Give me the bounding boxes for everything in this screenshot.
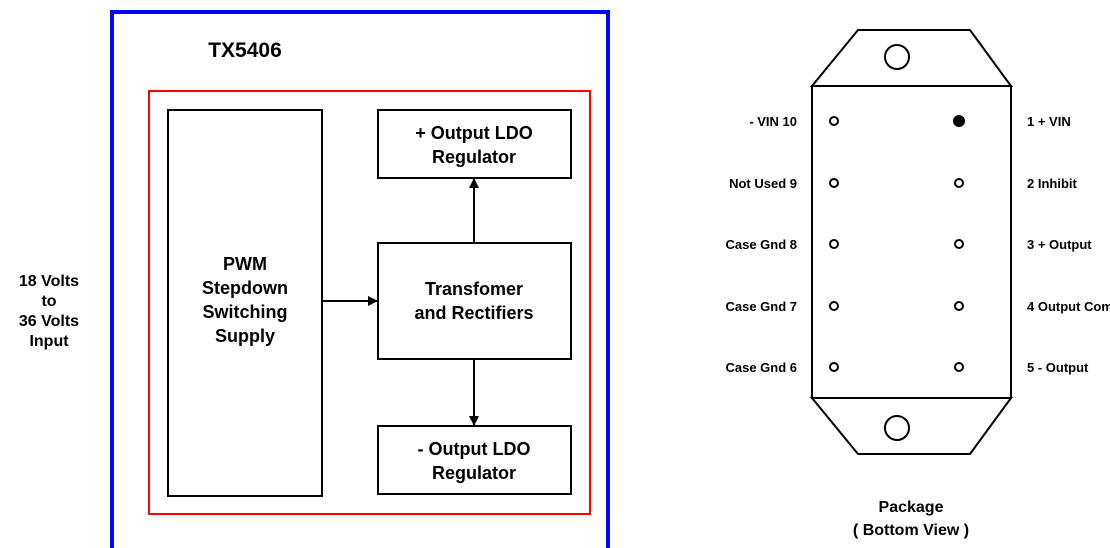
pin-2 (954, 178, 964, 188)
package-top-tab (809, 29, 1013, 87)
pwm-block-line-2: Stepdown (202, 278, 288, 298)
pos-ldo-block-line-2: Regulator (432, 147, 516, 167)
pin-10 (829, 116, 839, 126)
pin-4 (954, 301, 964, 311)
package-caption-line-1: Package (879, 499, 944, 516)
pwm-block-line-3: Switching (203, 302, 288, 322)
pos-ldo-block-line-1: + Output LDO (415, 123, 532, 143)
part-number-title: TX5406 (208, 39, 282, 62)
pin-5 (954, 362, 964, 372)
pin-1 (953, 115, 965, 127)
mounting-hole-bottom (884, 415, 910, 441)
pin-3 (954, 239, 964, 249)
pin-label-3: 3 + Output (1027, 237, 1092, 252)
pin-label-2: 2 Inhibit (1027, 176, 1078, 191)
pin-label-5: 5 - Output (1027, 360, 1089, 375)
pin-9 (829, 178, 839, 188)
package-view: - VIN 10 Not Used 9 Case Gnd 8 Case Gnd … (725, 29, 1110, 539)
pwm-block (167, 109, 323, 497)
pos-ldo-block (377, 109, 572, 179)
pin-label-4: 4 Output Com (1027, 299, 1110, 314)
package-caption-line-2: ( Bottom View ) (853, 522, 969, 539)
mounting-hole-top (884, 44, 910, 70)
pin-label-6: Case Gnd 6 (725, 360, 797, 375)
pin-6 (829, 362, 839, 372)
input-label-line-4: Input (29, 333, 69, 350)
input-label-line-1: 18 Volts (19, 273, 79, 290)
pin-label-7: Case Gnd 7 (725, 299, 797, 314)
inner-frame (148, 90, 591, 515)
input-label-line-3: 36 Volts (19, 313, 79, 330)
pin-7 (829, 301, 839, 311)
pin-label-10: - VIN 10 (749, 114, 797, 129)
pin-label-9: Not Used 9 (729, 176, 797, 191)
transformer-block-line-1: Transfomer (425, 279, 523, 299)
outer-frame (110, 10, 610, 548)
neg-ldo-block (377, 425, 572, 495)
package-bottom-tab (809, 397, 1013, 455)
pwm-block-line-1: PWM (223, 254, 267, 274)
pin-label-8: Case Gnd 8 (725, 237, 797, 252)
transformer-block (377, 242, 572, 360)
pin-8 (829, 239, 839, 249)
pwm-block-line-4: Supply (215, 326, 275, 346)
pin-label-1: 1 + VIN (1027, 114, 1071, 129)
neg-ldo-block-line-1: - Output LDO (418, 439, 531, 459)
neg-ldo-block-line-2: Regulator (432, 463, 516, 483)
package-body (811, 85, 1012, 399)
input-label-line-2: to (41, 293, 56, 310)
transformer-block-line-2: and Rectifiers (414, 303, 533, 323)
block-diagram: TX5406 18 Volts to 36 Volts Input PWM St… (19, 10, 610, 548)
